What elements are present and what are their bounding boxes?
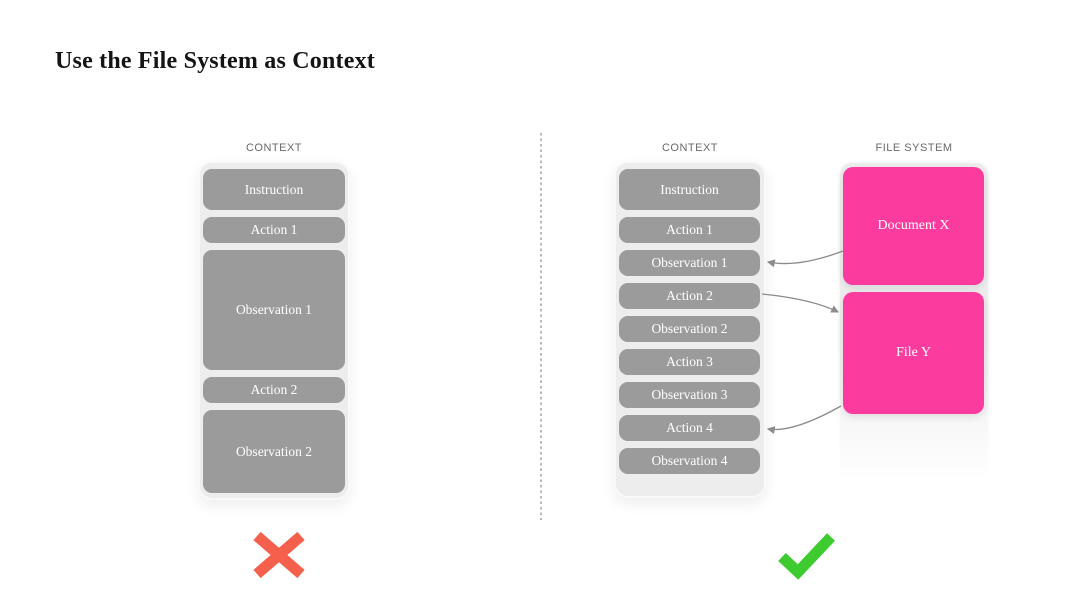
right-context-label: CONTEXT xyxy=(661,142,719,154)
context-box-action-3: Action 3 xyxy=(619,349,760,375)
file-system-label: FILE SYSTEM xyxy=(875,142,953,154)
context-box-instruction: Instruction xyxy=(203,169,345,210)
context-box-action-1: Action 1 xyxy=(619,217,760,243)
page-title: Use the File System as Context xyxy=(55,48,375,74)
context-box-observation-1: Observation 1 xyxy=(203,250,345,370)
context-box-action-2: Action 2 xyxy=(203,377,345,403)
context-box-action-1: Action 1 xyxy=(203,217,345,243)
arrow-filey-to-action4 xyxy=(766,405,842,435)
context-box-observation-4: Observation 4 xyxy=(619,448,760,474)
check-icon xyxy=(765,525,845,585)
divider-dotted-line xyxy=(540,133,542,520)
left-context-label: CONTEXT xyxy=(245,142,303,154)
context-box-observation-1: Observation 1 xyxy=(619,250,760,276)
cross-icon xyxy=(245,525,315,585)
context-box-instruction: Instruction xyxy=(619,169,760,210)
context-box-action-4: Action 4 xyxy=(619,415,760,441)
file-box-file-y: File Y xyxy=(843,292,984,414)
context-box-observation-3: Observation 3 xyxy=(619,382,760,408)
context-box-observation-2: Observation 2 xyxy=(203,410,345,493)
arrow-action2-to-filey xyxy=(761,293,840,313)
context-box-action-2: Action 2 xyxy=(619,283,760,309)
context-box-observation-2: Observation 2 xyxy=(619,316,760,342)
arrow-documentx-to-observation1 xyxy=(766,250,844,268)
file-box-document-x: Document X xyxy=(843,167,984,285)
